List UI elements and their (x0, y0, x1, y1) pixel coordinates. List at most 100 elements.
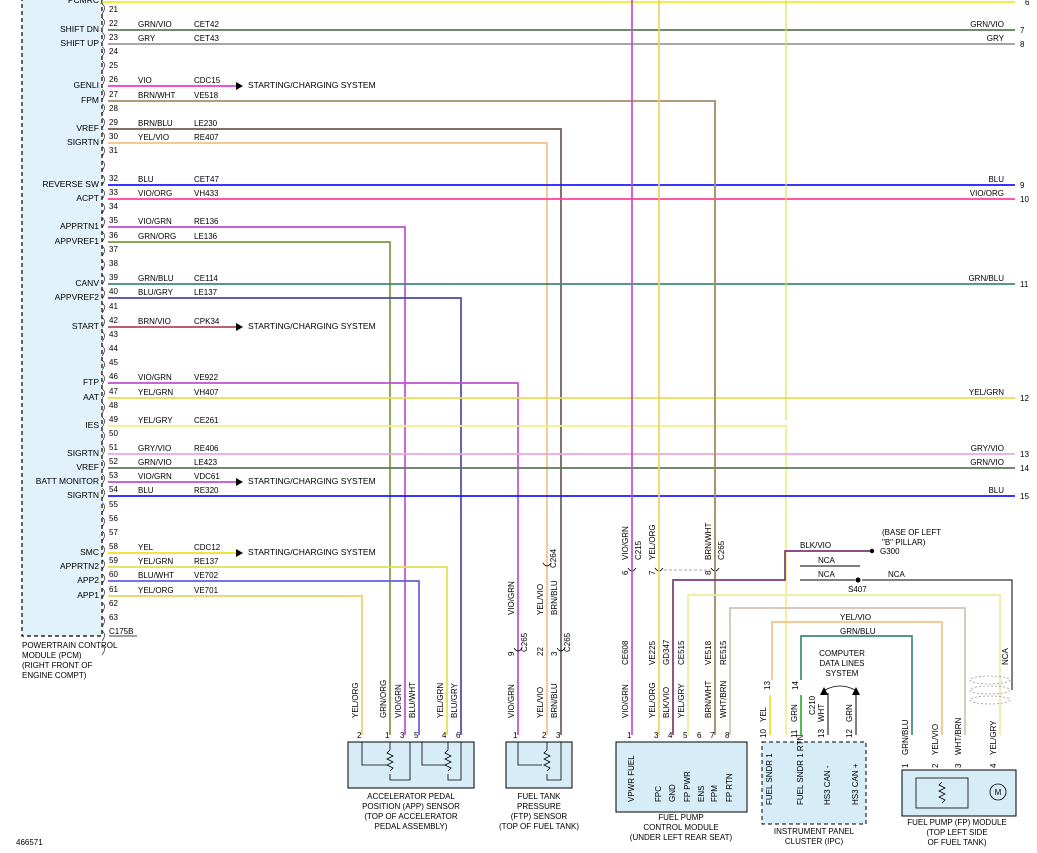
connector-symbol (513, 647, 523, 652)
app-wire-label: BLU/WHT (408, 682, 417, 718)
pin-cavity (101, 559, 105, 570)
nca-label: NCA (888, 570, 906, 579)
pin-cavity (101, 103, 105, 114)
circuit-35: RE136 (194, 217, 219, 226)
right-ref-9: 9 (1020, 181, 1025, 190)
circuit-40: LE137 (194, 288, 218, 297)
app-wire-label: YEL/GRN (436, 683, 445, 718)
pin-cavity (101, 274, 105, 285)
pin-name-47: AAT (83, 392, 99, 402)
wire-pin-61 (108, 595, 363, 735)
fpcm-title: (UNDER LEFT REAR SEAT) (630, 833, 733, 842)
ftp-circuit (517, 742, 542, 766)
pin-number-34: 34 (109, 202, 118, 211)
app-wire-label: YEL/ORG (351, 682, 360, 718)
pin-number-27: 27 (109, 90, 118, 99)
bus-arrow-icon (852, 687, 860, 695)
pin-number-35: 35 (109, 216, 118, 225)
fp-wire-label: YEL/VIO (931, 724, 940, 755)
pin-number-63: 63 (109, 613, 118, 622)
pin-cavity (101, 245, 105, 257)
pin-cavity (101, 587, 105, 599)
right-wire-color-32: BLU (988, 175, 1004, 184)
circuit-51: RE406 (194, 444, 219, 453)
ipc-pin-number: 10 (759, 729, 768, 738)
ftp-upper-pin: 3 (550, 651, 559, 656)
right-ref-6: 6 (1025, 0, 1030, 7)
fp-module-title: (TOP LEFT SIDE (926, 828, 987, 837)
ipc-side-pin: 13 (763, 681, 772, 690)
app-pin-number: 2 (357, 731, 362, 740)
ipc-pin-label: HS3 CAN + (851, 763, 860, 805)
arrow-icon (236, 323, 243, 331)
right-ref-7: 7 (1020, 26, 1025, 35)
fpcm-upper-wire-label: BRN/WHT (704, 523, 713, 560)
fp-pin-number: 4 (989, 763, 998, 768)
ipc-wire-label: YEL/VIO (840, 613, 871, 622)
pin-name-40: APPVREF2 (55, 292, 100, 302)
wire-pin-59 (108, 566, 448, 735)
destination-53: STARTING/CHARGING SYSTEM (248, 476, 376, 486)
resistor-icon (444, 749, 452, 772)
fp-module-title: FUEL PUMP (FP) MODULE (907, 818, 1007, 827)
shield-icon (969, 675, 1011, 685)
pin-number-51: 51 (109, 443, 118, 452)
wire-ipc-grn-blu (800, 635, 913, 735)
fpcm-connector: C215 (634, 540, 643, 560)
pin-number-61: 61 (109, 585, 118, 594)
fpcm-pin-label: FPM (710, 785, 719, 802)
pin-name-59: APPRTN2 (60, 561, 99, 571)
wire-color-33: VIO/ORG (138, 189, 172, 198)
pin-name-22: SHIFT DN (60, 24, 99, 34)
fpcm-lower-wire-label: BLK/VIO (662, 687, 671, 718)
app-pin-number: 6 (456, 731, 461, 740)
pin-number-46: 46 (109, 372, 118, 381)
fpcm-pin-number: 3 (654, 731, 659, 740)
wire-color-40: BLU/GRY (138, 288, 174, 297)
wire-color-27: BRN/WHT (138, 91, 175, 100)
fpcm-pin-label: GND (668, 784, 677, 802)
pin-cavity (101, 502, 105, 513)
pin-name-58: SMC (80, 547, 99, 557)
pin-cavity (101, 488, 105, 499)
pin-cavity (101, 60, 105, 72)
ipc-lower-wire-label: YEL (759, 706, 768, 722)
wire-fp-pwr (687, 594, 1001, 735)
wire-color-46: VIO/GRN (138, 373, 172, 382)
wire-color-49: YEL/GRY (138, 416, 173, 425)
fp-sender-box (915, 777, 969, 809)
right-wire-color-52: GRN/VIO (970, 458, 1004, 467)
bus-arrow-icon (820, 687, 828, 695)
pin-number-59: 59 (109, 556, 118, 565)
arrow-icon (236, 478, 243, 486)
pin-name-60: APP2 (77, 575, 99, 585)
fpcm-pin-number: 8 (725, 731, 730, 740)
pin-cavity (101, 459, 105, 471)
pin-name-35: APPRTN1 (60, 221, 99, 231)
pin-cavity (101, 117, 105, 129)
ftp-connector: C264 (549, 548, 558, 568)
destination-58: STARTING/CHARGING SYSTEM (248, 547, 376, 557)
wire-color-58: YEL (138, 543, 154, 552)
destination-26: STARTING/CHARGING SYSTEM (248, 80, 376, 90)
pin-cavity (101, 174, 105, 186)
pcm-title: POWERTRAIN CONTROL (22, 641, 118, 650)
fpcm-pin-number: 7 (710, 731, 715, 740)
ground-note: "B" PILLAR) (882, 538, 926, 547)
pin-number-24: 24 (109, 47, 118, 56)
circuit-27: VE518 (194, 91, 219, 100)
ipc-bus-title: COMPUTER (819, 649, 865, 658)
fpcm-lower-wire-label: YEL/ORG (648, 682, 657, 718)
ftp-circuit (546, 742, 562, 781)
ftp-pin-number: 3 (556, 731, 561, 740)
app-wire-label: BLU/GRY (450, 682, 459, 718)
shield-icon (969, 685, 1011, 695)
app-sensor-title: PEDAL ASSEMBLY) (375, 822, 448, 831)
pin-name-49: IES (85, 420, 99, 430)
fp-nca-label: NCA (1001, 647, 1010, 665)
app-circuit (447, 742, 462, 781)
fpcm-pin-label: FPC (654, 786, 663, 802)
wire-ground (672, 550, 870, 735)
ipc-pin-number: 13 (817, 729, 826, 738)
